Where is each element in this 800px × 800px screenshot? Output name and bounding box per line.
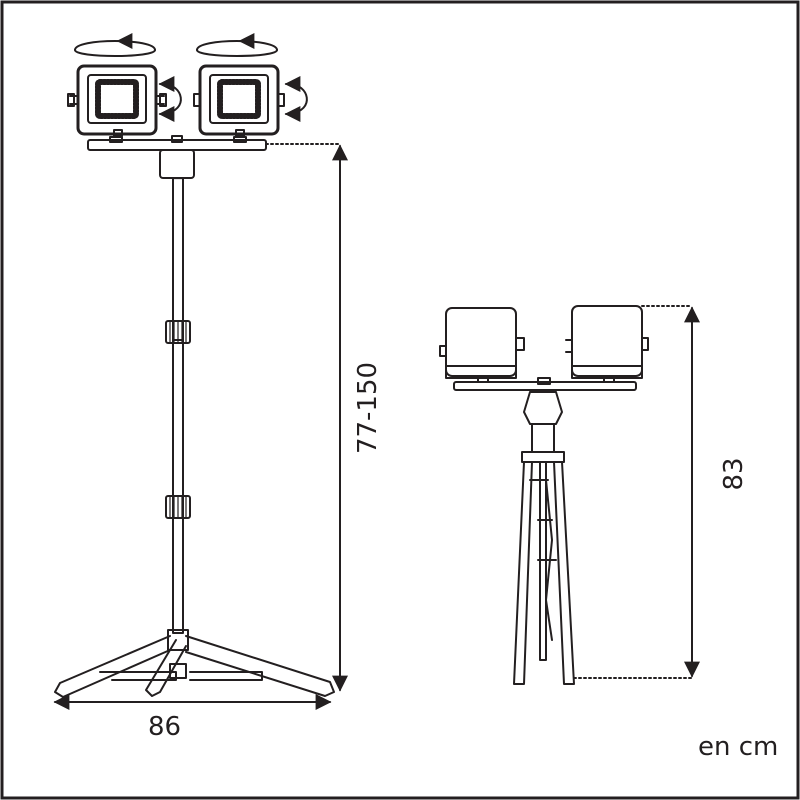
- floodlight-lamp: [67, 64, 167, 137]
- tilt-arrow-icon: [158, 76, 182, 122]
- rotation-arrow-icon: [196, 33, 278, 57]
- tripod-extended: [53, 33, 348, 710]
- floodlight-lamp: [193, 64, 285, 137]
- telescopic-mast: [172, 177, 184, 634]
- mast-head-clamp: [523, 391, 563, 425]
- height-range-label: 77-150: [353, 361, 383, 455]
- lamp-crossbar: [453, 381, 637, 391]
- folded-height-label: 83: [719, 457, 749, 491]
- width-label: 86: [148, 712, 182, 742]
- floodlight-lamp: [439, 307, 525, 379]
- tripod-base: [54, 629, 335, 698]
- unit-label: en cm: [698, 732, 779, 762]
- floodlight-lamp: [565, 305, 649, 379]
- rotation-arrow-icon: [74, 33, 156, 57]
- mast-head-clamp: [159, 149, 195, 179]
- tripod-folded: [439, 305, 700, 685]
- tilt-arrow-icon: [284, 76, 308, 122]
